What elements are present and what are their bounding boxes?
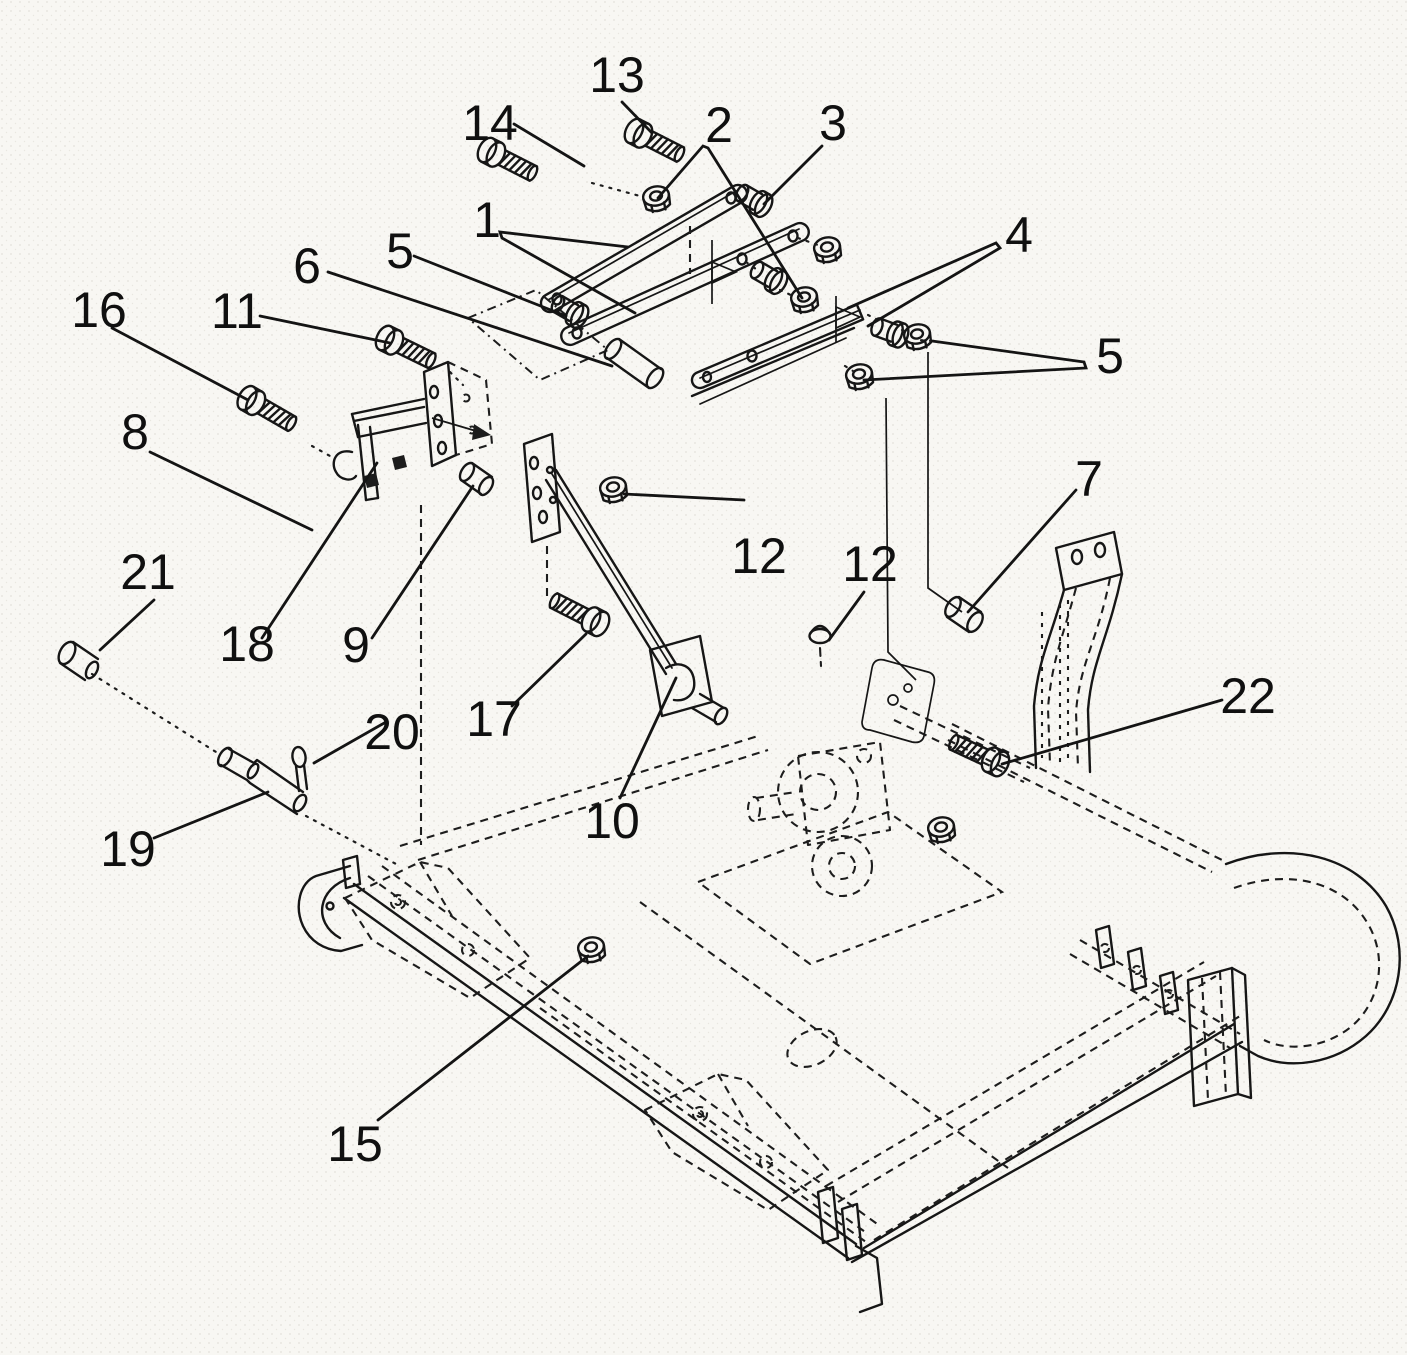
leader-1: [497, 230, 637, 315]
callout-labels: 13 14 2 3 1 6 5 16 11 4 5 8 7 21 18 9 12…: [71, 47, 1276, 1172]
leader-15: [376, 954, 590, 1122]
callout-6: 6: [293, 238, 321, 294]
callout-12-right: 12: [842, 536, 898, 592]
attach-arrow: [431, 417, 491, 440]
leader-20: [312, 720, 388, 765]
leader-21: [98, 598, 156, 652]
tube-spacer-6: [603, 337, 665, 390]
leader-9: [370, 484, 475, 640]
anti-scalp-bracket-weldment: [332, 360, 458, 502]
callout-2: 2: [705, 97, 733, 153]
leader-4: [846, 241, 1003, 328]
callout-16: 16: [71, 282, 127, 338]
callout-1: 1: [473, 192, 501, 248]
leader-10: [618, 676, 678, 800]
callout-20: 20: [364, 704, 420, 760]
callout-17: 17: [466, 691, 522, 747]
leader-17: [510, 632, 588, 708]
leader-6: [326, 270, 614, 368]
bracket-nut-head: [392, 455, 407, 470]
callout-19: 19: [100, 821, 156, 877]
roller-spacer-21: [57, 640, 100, 682]
callout-3: 3: [819, 95, 847, 151]
callout-7: 7: [1075, 451, 1103, 507]
deck-mount-plate: [861, 658, 936, 744]
callout-10: 10: [584, 793, 640, 849]
leader-lines: [98, 100, 1224, 1122]
cotter-pin-20: [291, 745, 309, 793]
callout-5-left: 5: [386, 223, 414, 279]
callout-11: 11: [211, 283, 263, 339]
leader-11: [258, 314, 392, 345]
height-adjust-bracket-hidden: [1040, 577, 1112, 769]
caster-arm-bracket-rear: [643, 1072, 830, 1212]
spacer-7: [944, 595, 984, 634]
link-bar-lower: [560, 221, 810, 347]
hitch-post-10: [522, 432, 729, 726]
callout-9: 9: [342, 617, 370, 673]
deck-hidden-lines: [367, 705, 1381, 1243]
callout-14: 14: [462, 95, 518, 151]
leader-5-right: [862, 339, 1088, 382]
leader-3: [762, 144, 824, 206]
leader-19: [152, 790, 270, 840]
clevis-pin-19: [216, 746, 308, 816]
callout-15: 15: [327, 1116, 383, 1172]
callout-22: 22: [1220, 668, 1276, 724]
leader-16: [110, 326, 250, 402]
gearbox-assembly: [746, 740, 892, 898]
link-bar-4: [690, 303, 865, 405]
callout-5-right: 5: [1096, 328, 1124, 384]
leader-12-right: [827, 590, 866, 642]
leader-2: [656, 144, 804, 300]
leader-8: [148, 450, 314, 532]
flag-marker-1: [711, 240, 739, 304]
hidden-drop-lines: [419, 505, 549, 845]
leader-22: [1000, 698, 1224, 766]
callout-13: 13: [589, 47, 645, 103]
callout-12-left: 12: [731, 528, 787, 584]
leader-18: [260, 461, 379, 640]
leader-12-left: [622, 492, 746, 502]
callout-4: 4: [1005, 207, 1033, 263]
leader-5-left: [412, 254, 568, 318]
hidden-mount-plate: [466, 288, 610, 382]
assembly-alignment-lines: [885, 352, 963, 681]
leader-7: [966, 488, 1078, 614]
callout-8: 8: [121, 404, 149, 460]
callout-18: 18: [219, 616, 275, 672]
height-adjust-bracket: [1032, 530, 1124, 774]
leader-13: [620, 100, 654, 135]
leader-14: [512, 122, 586, 168]
callout-21: 21: [120, 544, 176, 600]
caster-arm-bracket-front: [343, 860, 532, 1000]
